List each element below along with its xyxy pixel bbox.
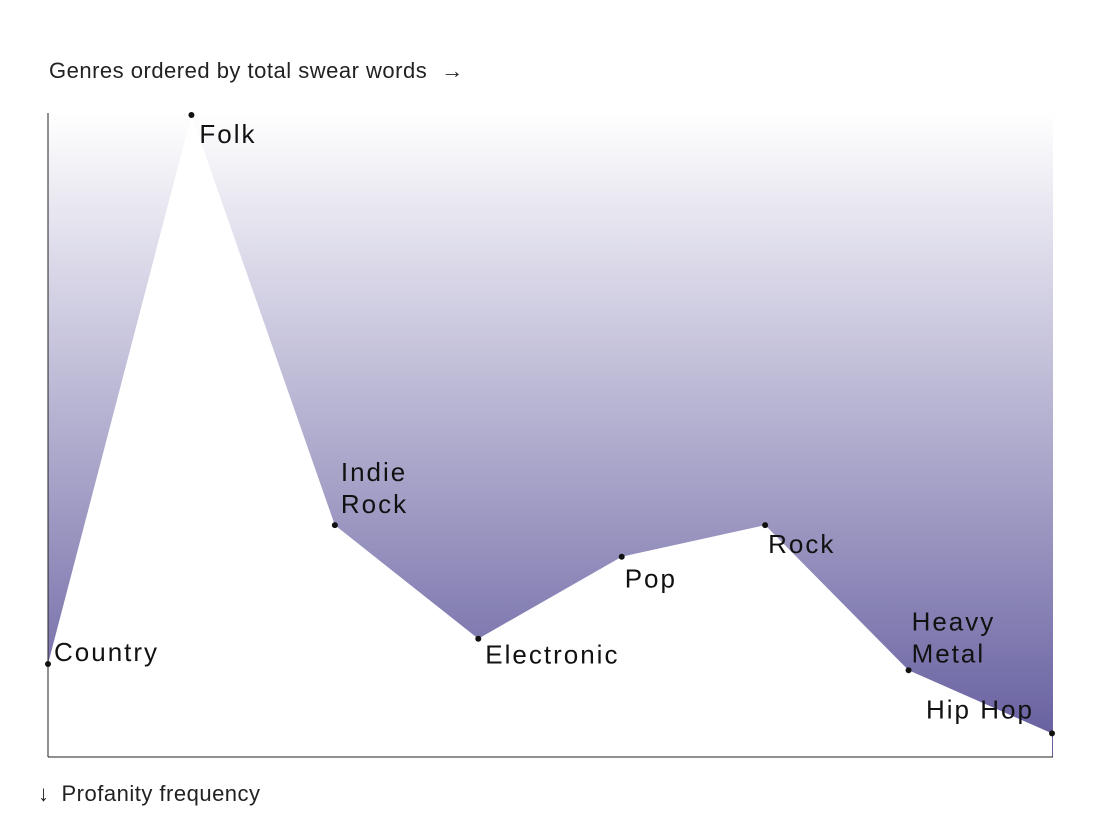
- point-label-hip-hop: Hip Hop: [926, 694, 1034, 724]
- point-label-country: Country: [54, 637, 159, 667]
- point-label-rock: Rock: [768, 529, 835, 559]
- data-point-heavy-metal: [905, 667, 912, 674]
- point-label-folk: Folk: [199, 119, 256, 149]
- y-axis-caption: Profanity frequency: [61, 781, 261, 806]
- data-point-folk: [188, 112, 195, 118]
- area-under-line: [48, 115, 1052, 757]
- y-axis-caption-row: ↓ Profanity frequency: [38, 781, 261, 807]
- data-point-electronic: [475, 635, 482, 642]
- data-point-country: [45, 660, 51, 667]
- x-axis-caption: Genres ordered by total swear words: [49, 58, 428, 83]
- data-point-pop: [618, 553, 625, 560]
- data-point-hip-hop: [1049, 730, 1055, 737]
- point-label-electronic: Electronic: [485, 640, 619, 670]
- chart-title: Genres ordered by total swear words →: [49, 58, 464, 84]
- down-arrow-icon: ↓: [38, 781, 50, 806]
- right-arrow-icon: →: [441, 58, 464, 83]
- data-point-indie-rock: [331, 522, 338, 529]
- point-label-pop: Pop: [625, 564, 677, 594]
- data-point-rock: [762, 522, 769, 529]
